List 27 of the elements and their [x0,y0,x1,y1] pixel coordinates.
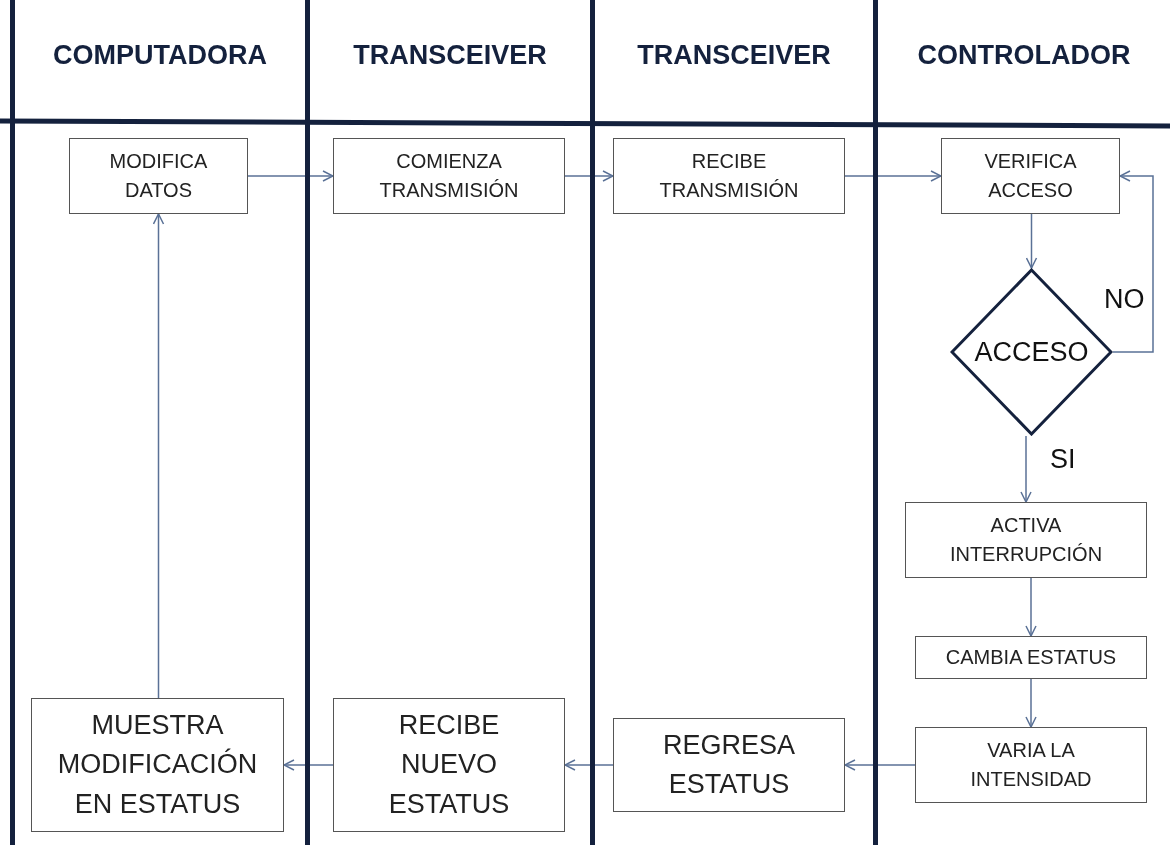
decision-label: ACCESO [974,336,1089,368]
process-box: REGRESA ESTATUS [613,718,845,812]
arrow [247,170,334,182]
process-box: MUESTRA MODIFICACIÓN EN ESTATUS [31,698,284,832]
arrow [844,170,942,182]
arrow [283,759,334,771]
process-box: MODIFICA DATOS [69,138,248,214]
arrow [1112,170,1154,353]
arrow [1020,435,1032,503]
process-box: VERIFICA ACCESO [941,138,1120,214]
arrow [1025,577,1037,637]
arrow [1025,678,1037,728]
process-box: ACTIVA INTERRUPCIÓN [905,502,1147,578]
lane-header: TRANSCEIVER [637,40,831,71]
arrow [1025,213,1038,269]
lane-header: CONTROLADOR [917,40,1131,71]
process-box: VARIA LA INTENSIDAD [915,727,1147,803]
arrow [564,170,614,182]
lane-header: TRANSCEIVER [353,40,547,71]
process-box: CAMBIA ESTATUS [915,636,1147,679]
process-box: COMIENZA TRANSMISIÓN [333,138,565,214]
arrow [564,759,614,771]
arrow [844,759,916,771]
process-box: RECIBE TRANSMISIÓN [613,138,845,214]
arrow [152,213,165,699]
process-box: RECIBE NUEVO ESTATUS [333,698,565,832]
lane-header: COMPUTADORA [53,40,267,71]
